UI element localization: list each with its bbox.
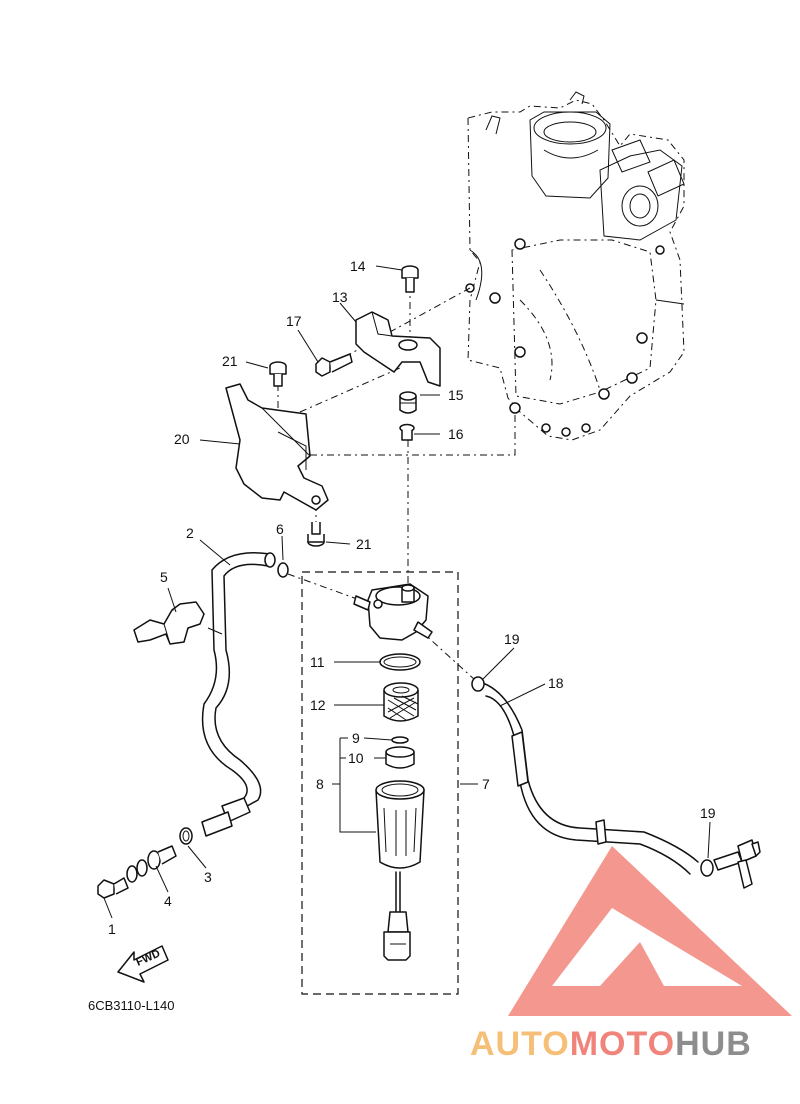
- callout-8: 8: [316, 776, 324, 792]
- callout-15: 15: [448, 387, 464, 403]
- callout-12: 12: [310, 697, 326, 713]
- callout-6: 6: [276, 521, 284, 537]
- bracket-20: [225, 383, 329, 511]
- filter-cup-8: [375, 780, 425, 961]
- fitting-assembly: [97, 827, 193, 899]
- watermark-moto: MOTO: [570, 1025, 675, 1063]
- callout-7: 7: [482, 776, 490, 792]
- bolt-14: [401, 265, 419, 293]
- bolt-21-bottom: [307, 522, 325, 547]
- holder-5: [133, 601, 205, 645]
- callout-18: 18: [548, 675, 564, 691]
- filter-element-12: [383, 682, 419, 722]
- callout-17: 17: [286, 313, 302, 329]
- callout-1: 1: [108, 921, 116, 937]
- grommet-15: [399, 391, 417, 414]
- bolt-17: [315, 353, 353, 377]
- callout-21-lower: 21: [356, 536, 372, 552]
- watermark-hub: HUB: [675, 1025, 752, 1063]
- o-ring-11: [379, 653, 421, 671]
- diagram-reference-code: 6CB3110-L140: [88, 998, 175, 1013]
- watermark-auto: AUTO: [470, 1025, 570, 1063]
- hose-18: [479, 681, 699, 875]
- bolt-21-top: [269, 361, 287, 387]
- collar-16: [399, 423, 415, 441]
- filter-assembly-box: [301, 571, 459, 995]
- bracket-13: [355, 311, 441, 387]
- hose-2: [201, 551, 276, 837]
- watermark-triangle-mark: [508, 846, 792, 1016]
- float-10: [385, 746, 415, 769]
- circlip-9: [391, 736, 409, 744]
- filter-head: [353, 583, 433, 641]
- callout-16: 16: [448, 426, 464, 442]
- callout-leaders: [103, 265, 711, 919]
- callout-5: 5: [160, 569, 168, 585]
- callout-19-lower: 19: [700, 805, 716, 821]
- clip-6: [277, 562, 289, 578]
- callout-9: 9: [352, 730, 360, 746]
- callout-20: 20: [174, 431, 190, 447]
- watermark-logo: [508, 846, 792, 1016]
- callout-3: 3: [204, 869, 212, 885]
- callout-labels: 1 2 3 4 5 6 7 8 9 10 11 12 13 14 15 16 1…: [108, 258, 716, 937]
- callout-19-upper: 19: [504, 631, 520, 647]
- svg-text:AUTOMOTOHUB: AUTOMOTOHUB: [470, 1025, 752, 1063]
- engine-block: [465, 91, 685, 441]
- callout-2: 2: [186, 525, 194, 541]
- t-joint: [713, 839, 761, 889]
- callout-13: 13: [332, 289, 348, 305]
- watermark-text: AUTOMOTOHUB: [470, 1025, 752, 1063]
- callout-11: 11: [310, 654, 325, 670]
- callout-21-upper: 21: [222, 353, 238, 369]
- callout-10: 10: [348, 750, 364, 766]
- callout-4: 4: [164, 893, 172, 909]
- fwd-arrow: FWD: [117, 945, 169, 983]
- clip-19-upper: [471, 676, 485, 692]
- callout-14: 14: [350, 258, 366, 274]
- clip-19-lower: [700, 859, 714, 877]
